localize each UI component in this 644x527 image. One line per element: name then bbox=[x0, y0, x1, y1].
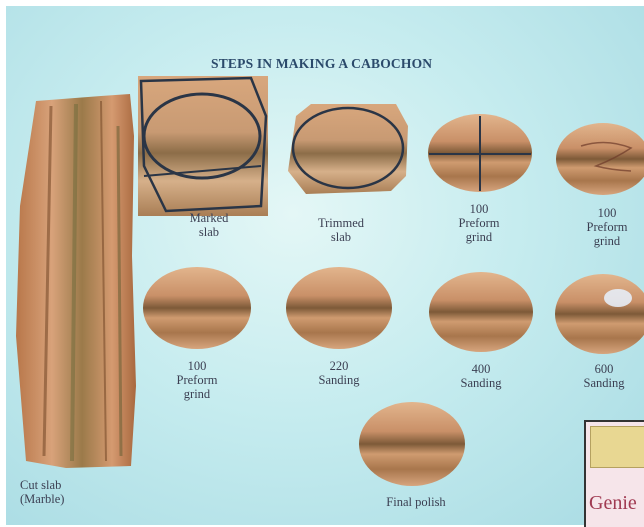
caption-marked-slab: Marked slab bbox=[174, 211, 244, 239]
caption-sanding-400: 400 Sanding bbox=[446, 362, 516, 390]
sanding-600-image bbox=[555, 274, 644, 354]
final-polish-image bbox=[359, 402, 465, 486]
preform-grind-3-image bbox=[143, 267, 251, 349]
caption-preform-grind-1: 100 Preform grind bbox=[444, 202, 514, 244]
caption-final-polish: Final polish bbox=[371, 495, 461, 509]
preform-grind-2-image bbox=[556, 123, 644, 195]
caption-cut-slab: Cut slab (Marble) bbox=[20, 478, 64, 506]
stones-canvas bbox=[6, 6, 644, 525]
slide: STEPS IN MAKING A CABOCHON Cut slab (Mar… bbox=[6, 6, 644, 525]
inset-map-thumbnail bbox=[590, 426, 644, 468]
caption-preform-grind-2: 100 Preform grind bbox=[572, 206, 642, 248]
inset-overlay: Genie bbox=[584, 420, 644, 527]
sanding-400-image bbox=[429, 272, 533, 352]
caption-trimmed-slab: Trimmed slab bbox=[306, 216, 376, 244]
marked-slab-image bbox=[138, 76, 268, 216]
caption-sanding-600: 600 Sanding bbox=[574, 362, 634, 390]
cut-slab-image bbox=[16, 94, 136, 468]
slide-title: STEPS IN MAKING A CABOCHON bbox=[211, 56, 432, 72]
trimmed-slab-image bbox=[288, 104, 408, 194]
preform-grind-1-image bbox=[428, 114, 532, 192]
caption-sanding-220: 220 Sanding bbox=[304, 359, 374, 387]
caption-preform-grind-3: 100 Preform grind bbox=[162, 359, 232, 401]
inset-text: Genie bbox=[589, 492, 637, 515]
sanding-220-image bbox=[286, 267, 392, 349]
